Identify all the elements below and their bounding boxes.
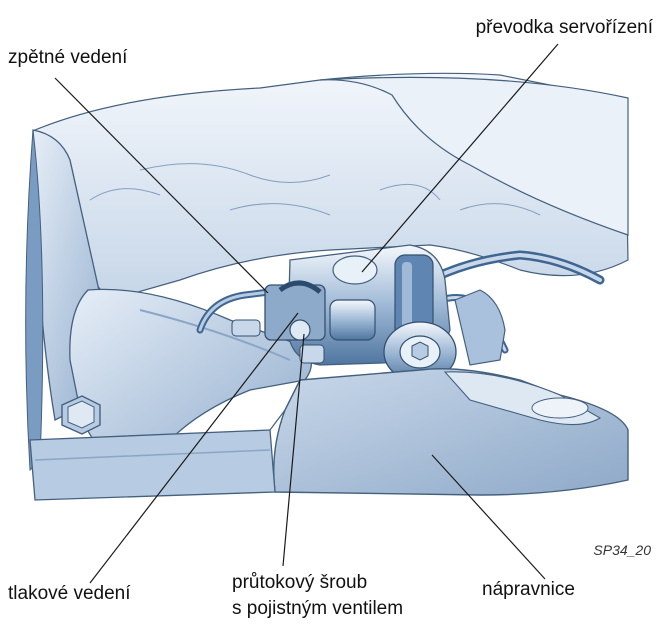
right-bracket (455, 290, 505, 365)
label-pressure-line: tlakové vedení (8, 583, 131, 605)
hex-bolt (62, 396, 100, 434)
label-return-line: zpětné vedení (8, 47, 127, 69)
label-steering-gear: převodka servořízení (476, 17, 653, 39)
frame-bottom (30, 430, 275, 500)
label-flow-bolt: průtokový šroub s pojistným ventilem (232, 570, 403, 622)
label-flow-bolt-line2: s pojistným ventilem (232, 596, 403, 622)
label-flow-bolt-line1: průtokový šroub (232, 570, 403, 596)
label-axle-beam: nápravnice (482, 579, 575, 601)
figure-code: SP34_20 (593, 542, 651, 558)
